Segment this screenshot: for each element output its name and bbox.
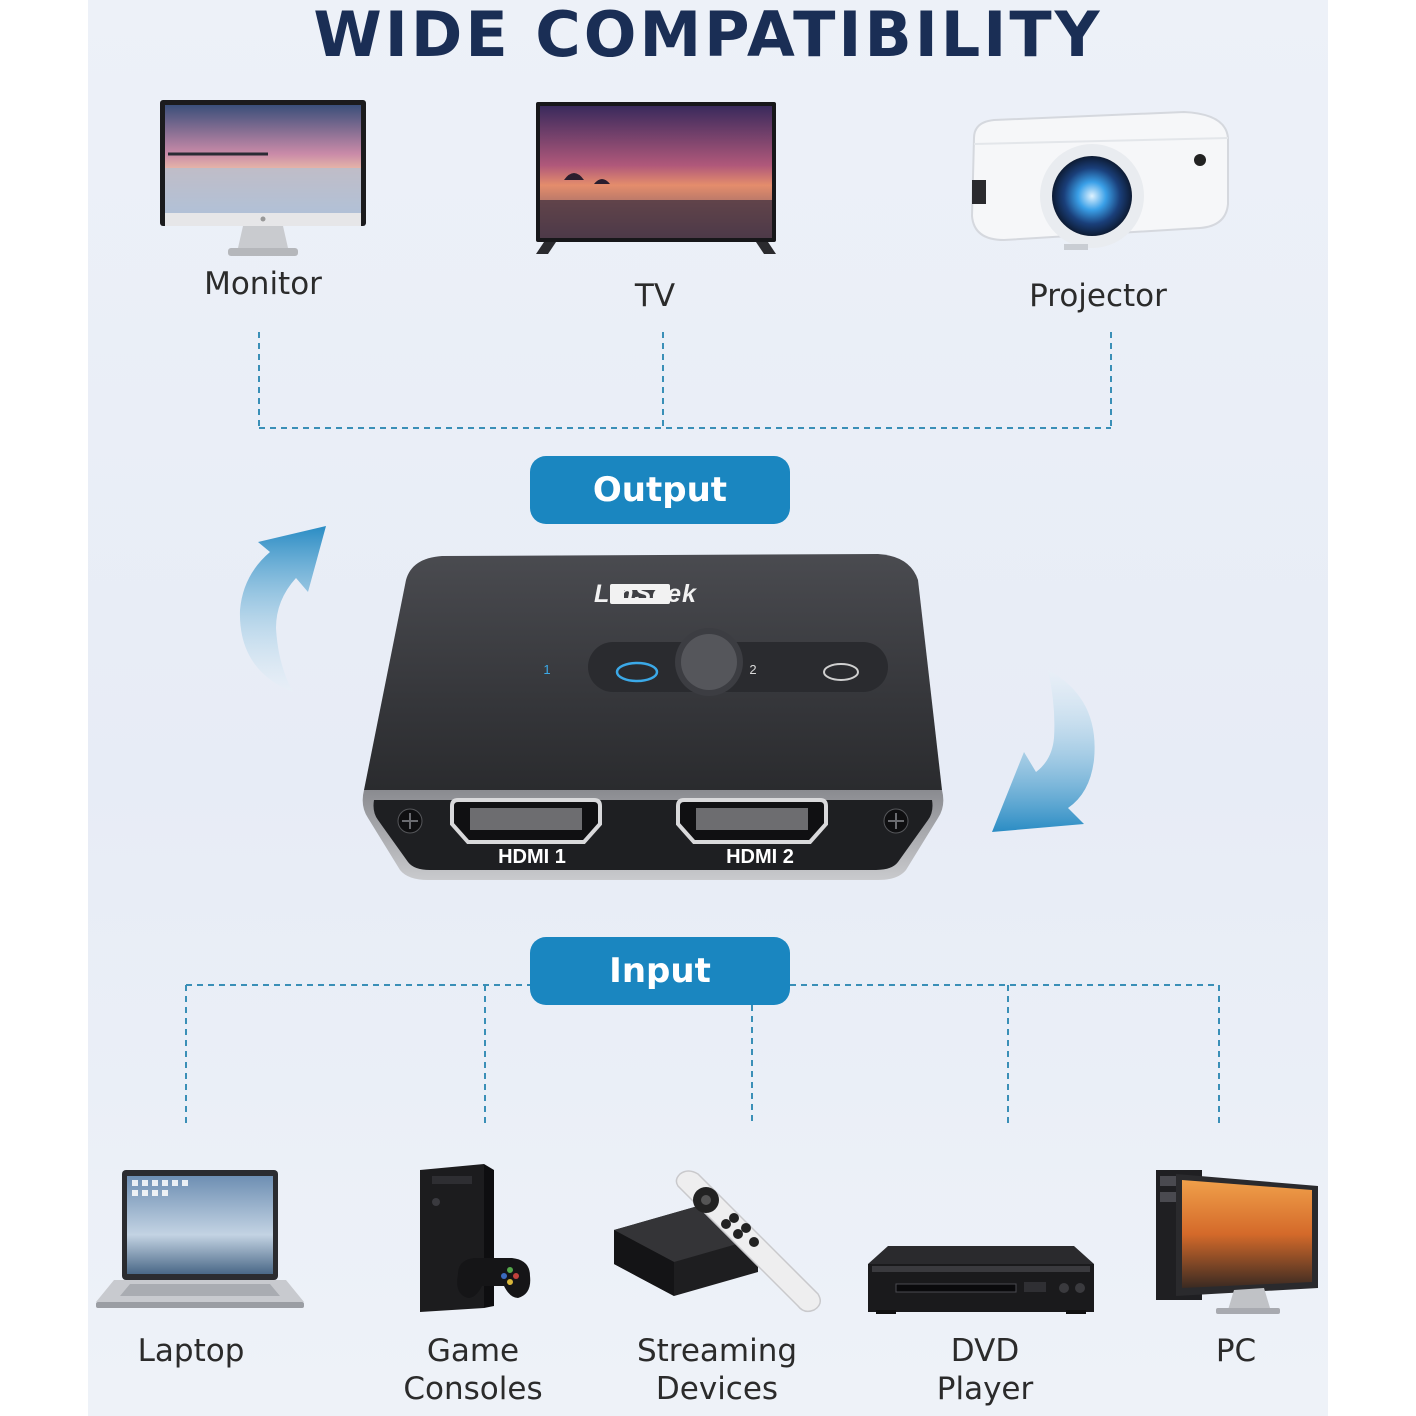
curved-arrow-down-icon xyxy=(988,668,1103,838)
led-indicator-2: 2 xyxy=(749,662,757,677)
dvd-player-label: DVD Player xyxy=(936,1333,1034,1407)
hdmi-port-2-label: HDMI 2 xyxy=(726,846,794,868)
led-indicator-1: 1 xyxy=(543,662,551,677)
infographic-canvas: WIDE COMPATIBILITY Monitor xyxy=(88,0,1328,1416)
curved-arrow-up-icon xyxy=(228,520,338,700)
output-connector-lines xyxy=(88,0,1328,440)
pc-icon xyxy=(1154,1166,1320,1318)
streaming-device-icon xyxy=(608,1168,828,1318)
hdmi-port-1-label: HDMI 1 xyxy=(498,846,566,868)
input-badge: Input xyxy=(530,937,790,1005)
switch-toggle-button[interactable] xyxy=(603,631,667,695)
switch-brand-logo: LinSeek xyxy=(594,580,697,608)
dvd-player-icon xyxy=(866,1244,1096,1316)
game-console-icon xyxy=(414,1162,536,1314)
tv-icon xyxy=(534,100,778,258)
laptop-label: Laptop xyxy=(137,1333,245,1369)
streaming-devices-label: Streaming Devices xyxy=(636,1333,798,1407)
tv-label: TV xyxy=(634,278,676,314)
hdmi-switch-device xyxy=(358,550,948,885)
output-badge: Output xyxy=(530,456,790,524)
input-connector-lines xyxy=(88,960,1328,1140)
laptop-icon xyxy=(94,1168,306,1310)
pc-label: PC xyxy=(1215,1333,1257,1369)
page-title: WIDE COMPATIBILITY xyxy=(313,0,1103,71)
projector-label: Projector xyxy=(1029,278,1167,314)
monitor-icon xyxy=(158,98,368,260)
projector-icon xyxy=(964,108,1232,250)
game-consoles-label: Game Consoles xyxy=(403,1333,543,1407)
monitor-label: Monitor xyxy=(204,266,322,302)
